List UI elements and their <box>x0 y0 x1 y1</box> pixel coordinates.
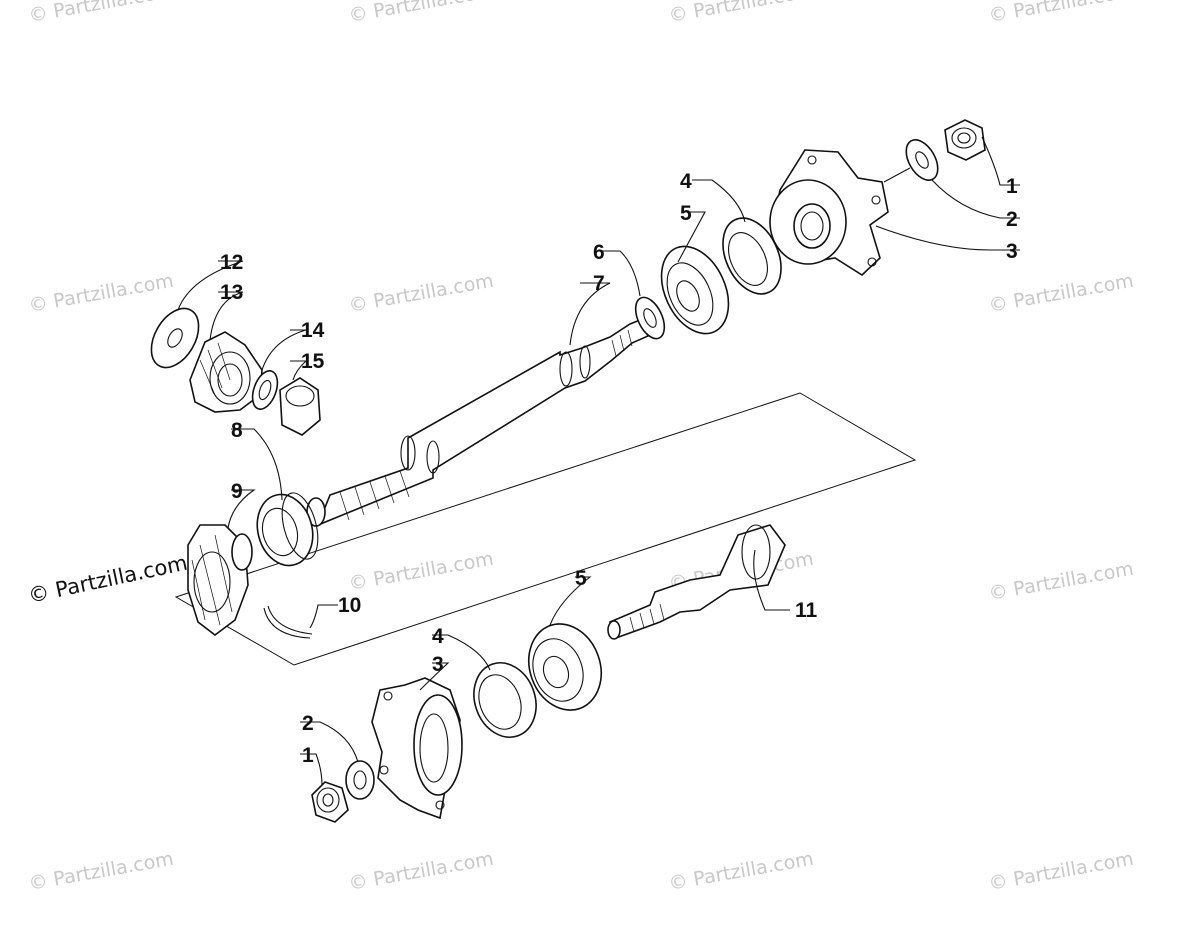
snap-ring-10 <box>263 605 313 639</box>
callout-12: 12 <box>220 251 243 274</box>
callout-7: 7 <box>593 272 605 295</box>
upper-gear-assembly <box>150 307 321 436</box>
main-shaft <box>306 318 650 527</box>
callout-6: 6 <box>593 241 605 264</box>
nut-upper <box>944 119 986 161</box>
callout-8: 8 <box>231 419 243 442</box>
washer-lower <box>345 760 375 800</box>
hub-flange-lower <box>371 677 463 820</box>
shaft-11 <box>607 524 786 640</box>
callout-13: 13 <box>220 281 243 304</box>
watermark-tile: © Partzilla.com <box>667 0 815 27</box>
callout-5-lower: 5 <box>575 567 587 590</box>
watermark-tile: © Partzilla.com <box>667 848 815 895</box>
lower-hub-assembly <box>311 623 602 823</box>
callout-11: 11 <box>795 599 818 622</box>
callout-9: 9 <box>231 480 243 503</box>
left-gear-assembly <box>187 492 319 639</box>
callout-2-upper: 2 <box>1006 208 1018 231</box>
bearing-8 <box>256 492 319 567</box>
watermark-tile: © Partzilla.com <box>347 848 495 895</box>
callout-4-upper: 4 <box>680 170 692 193</box>
callout-5-upper: 5 <box>680 202 692 225</box>
washer-14 <box>251 370 279 410</box>
watermark-tile: © Partzilla.com <box>27 270 175 317</box>
watermark-tile: © Partzilla.com <box>27 0 175 27</box>
watermark-tile: © Partzilla.com <box>27 848 175 895</box>
watermark-main: © Partzilla.com <box>26 551 190 608</box>
ring-gear-9 <box>187 524 253 637</box>
washer-6 <box>634 296 666 340</box>
subassembly-outline <box>174 392 917 666</box>
callout-4-lower: 4 <box>432 625 444 648</box>
callout-15: 15 <box>301 350 325 373</box>
seal-upper <box>722 217 782 295</box>
nut-15 <box>279 377 321 436</box>
watermark-tile: © Partzilla.com <box>987 558 1135 605</box>
callout-labels: 1 2 3 4 5 6 7 8 9 10 11 12 13 14 15 5 4 … <box>220 170 1018 767</box>
callout-3-lower: 3 <box>432 653 444 676</box>
hub-flange-upper <box>769 149 889 277</box>
watermark-tile: © Partzilla.com <box>987 848 1135 895</box>
upper-hub-assembly <box>634 119 986 340</box>
bearing-lower <box>528 623 602 711</box>
callout-3-upper: 3 <box>1006 240 1018 263</box>
callout-14: 14 <box>301 319 325 342</box>
callout-1-upper: 1 <box>1006 175 1018 198</box>
watermark-tile: © Partzilla.com <box>347 270 495 317</box>
callout-10: 10 <box>338 594 361 617</box>
nut-lower <box>311 781 349 823</box>
watermark-tile: © Partzilla.com <box>987 0 1135 27</box>
watermark-tile: © Partzilla.com <box>347 548 495 595</box>
seal-lower <box>473 662 537 738</box>
watermark-tile: © Partzilla.com <box>347 0 495 27</box>
shim-12 <box>150 307 200 369</box>
washer-upper <box>905 139 939 181</box>
callout-1-lower: 1 <box>302 744 314 767</box>
bearing-upper <box>660 245 730 335</box>
watermark-tile: © Partzilla.com <box>987 270 1135 317</box>
bevel-gear-13 <box>189 331 263 413</box>
callout-2-lower: 2 <box>302 712 314 735</box>
leader-lines <box>177 136 1020 786</box>
